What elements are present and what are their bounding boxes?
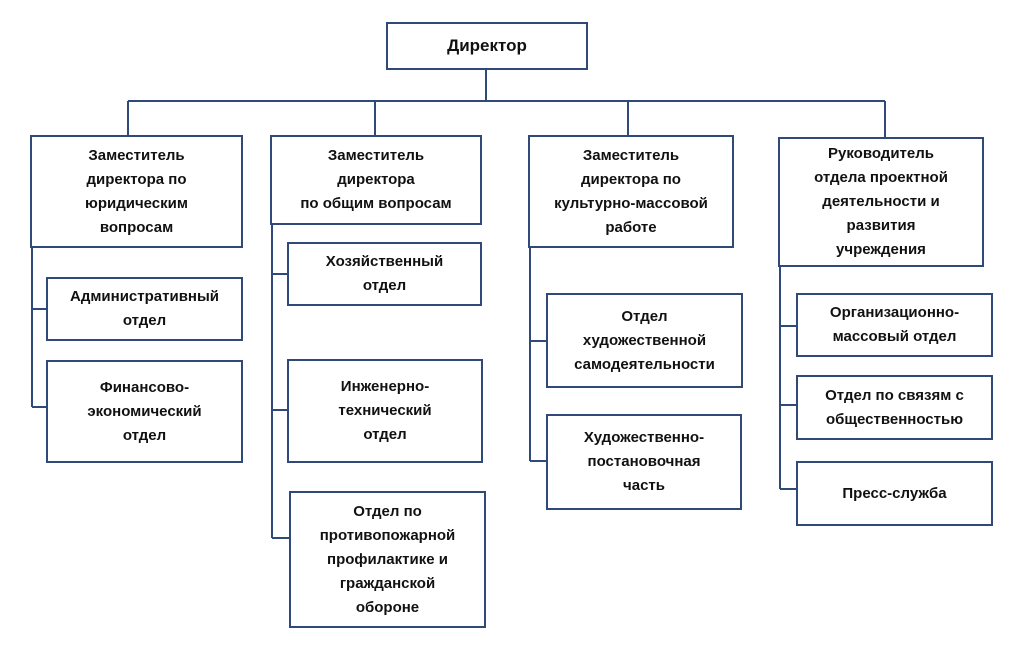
dept-household-box: Хозяйственный отдел bbox=[287, 242, 482, 306]
deputy-general-box: Заместитель директора по общим вопросам bbox=[270, 135, 482, 225]
dept-engineering-label: Инженерно- технический отдел bbox=[338, 378, 432, 443]
dept-organizational-label: Организационно- массовый отдел bbox=[829, 304, 960, 345]
deputy-cultural-box: Заместитель директора по культурно-массо… bbox=[528, 135, 734, 248]
dept-amateur-art-label: Отдел художественной самодеятельности bbox=[574, 307, 715, 373]
director-box: Директор bbox=[386, 22, 588, 70]
dept-engineering-box: Инженерно- технический отдел bbox=[287, 359, 483, 463]
dept-press-service-label: Пресс-служба bbox=[842, 484, 947, 502]
deputy-general-label: Заместитель директора по общим вопросам bbox=[300, 147, 452, 212]
head-project-dept-label: Руководитель отдела проектной деятельнос… bbox=[814, 145, 948, 258]
dept-amateur-art-box: Отдел художественной самодеятельности bbox=[546, 293, 743, 388]
deputy-cultural-label: Заместитель директора по культурно-массо… bbox=[554, 146, 708, 236]
dept-public-relations-label: Отдел по связям с общественностью bbox=[825, 386, 964, 428]
deputy-legal-label: Заместитель директора по юридическим воп… bbox=[85, 146, 188, 236]
dept-production-box: Художественно- постановочная часть bbox=[546, 414, 742, 510]
dept-administrative-label: Административный отдел bbox=[69, 288, 220, 329]
dept-fire-defense-box: Отдел по противопожарной профилактике и … bbox=[289, 491, 486, 628]
dept-press-service-box: Пресс-служба bbox=[796, 461, 993, 526]
dept-administrative-box: Административный отдел bbox=[46, 277, 243, 341]
dept-organizational-box: Организационно- массовый отдел bbox=[796, 293, 993, 357]
dept-finance-box: Финансово- экономический отдел bbox=[46, 360, 243, 463]
dept-fire-defense-label: Отдел по противопожарной профилактике и … bbox=[319, 502, 456, 616]
dept-household-label: Хозяйственный отдел bbox=[325, 253, 444, 294]
deputy-legal-box: Заместитель директора по юридическим воп… bbox=[30, 135, 243, 248]
dept-production-label: Художественно- постановочная часть bbox=[583, 429, 705, 494]
dept-public-relations-box: Отдел по связям с общественностью bbox=[796, 375, 993, 440]
director-label: Директор bbox=[447, 36, 527, 55]
head-project-dept-box: Руководитель отдела проектной деятельнос… bbox=[778, 137, 984, 267]
dept-finance-label: Финансово- экономический отдел bbox=[87, 378, 202, 444]
